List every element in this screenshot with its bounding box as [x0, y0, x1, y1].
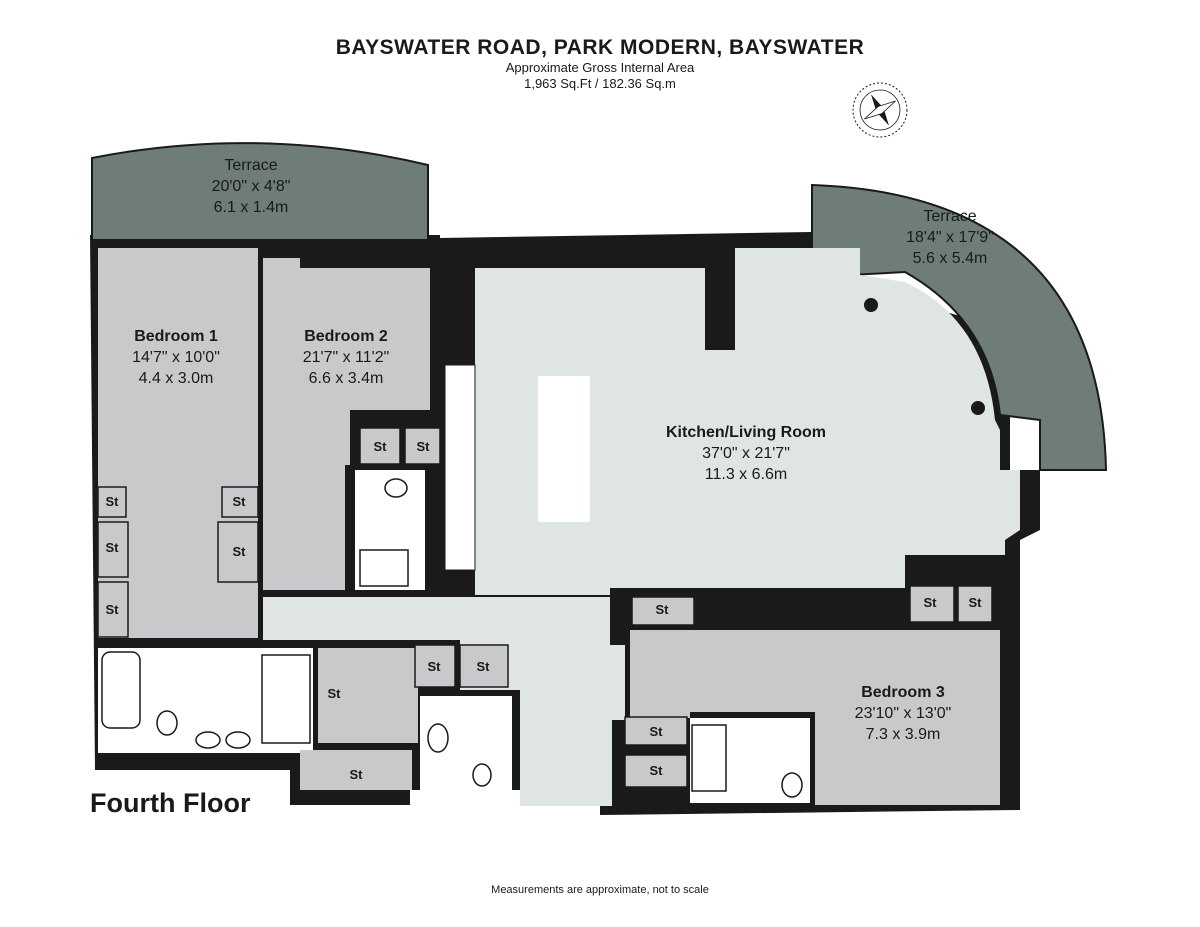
column-1: [864, 298, 878, 312]
footnote: Measurements are approximate, not to sca…: [491, 884, 709, 896]
bedroom1-name: Bedroom 1: [134, 328, 218, 345]
storage-label: St: [924, 595, 938, 610]
terrace-left-metric: 6.1 x 1.4m: [214, 199, 289, 216]
toilet-3: [472, 763, 492, 787]
basin-1b: [225, 731, 251, 749]
storage-label: St: [106, 494, 120, 509]
terrace-left-imperial: 20'0" x 4'8": [212, 178, 291, 195]
kitchen-metric: 11.3 x 6.6m: [705, 466, 787, 483]
bedroom1-metric: 4.4 x 3.0m: [139, 370, 214, 387]
storage-label: St: [428, 659, 442, 674]
storage-label: St: [477, 659, 491, 674]
basin-1a: [195, 731, 221, 749]
storage-label: St: [106, 602, 120, 617]
storage-block-lower: [300, 750, 412, 790]
terrace-left: [91, 142, 429, 241]
shower-1: [261, 654, 311, 744]
column-2: [971, 401, 985, 415]
storage-label: St: [350, 767, 364, 782]
bedroom3-name: Bedroom 3: [861, 684, 945, 701]
storage-block-mid: [318, 648, 418, 743]
terrace-left-name: Terrace: [224, 157, 277, 174]
storage-label: St: [650, 724, 664, 739]
page-title: BAYSWATER ROAD, PARK MODERN, BAYSWATER: [335, 36, 865, 59]
terrace-right: [811, 183, 1108, 471]
bedroom3-floor: [630, 630, 1000, 805]
floor-name: Fourth Floor: [90, 788, 251, 818]
compass-rose-icon: [852, 82, 908, 138]
shower-3: [691, 724, 727, 792]
shower-2: [359, 549, 409, 587]
bedroom2-imperial: 21'7" x 11'2": [303, 349, 390, 366]
toilet-4: [781, 772, 803, 798]
storage-label: St: [417, 439, 431, 454]
kitchen-island: [538, 376, 590, 522]
storage-label: St: [328, 686, 342, 701]
area-label: Approximate Gross Internal Area: [505, 60, 695, 75]
basin-3: [427, 723, 449, 753]
bedroom2-floor: [263, 258, 430, 590]
kitchen-name: Kitchen/Living Room: [666, 424, 826, 441]
toilet-2: [384, 478, 408, 498]
bathtub: [101, 651, 141, 729]
storage-label: St: [233, 544, 247, 559]
bedroom3-imperial: 23'10" x 13'0": [855, 705, 952, 722]
toilet-1: [156, 710, 178, 736]
bedroom2-name: Bedroom 2: [304, 328, 388, 345]
bedroom1-imperial: 14'7" x 10'0": [132, 349, 220, 366]
hallway-floor: [263, 597, 625, 806]
kitchen-imperial: 37'0" x 21'7": [702, 445, 790, 462]
terrace-right-name: Terrace: [923, 208, 976, 225]
bedroom2-metric: 6.6 x 3.4m: [309, 370, 384, 387]
storage-label: St: [106, 540, 120, 555]
storage-label: St: [374, 439, 388, 454]
terrace-right-imperial: 18'4" x 17'9": [906, 229, 994, 246]
bedroom3-metric: 7.3 x 3.9m: [866, 726, 941, 743]
storage-label: St: [233, 494, 247, 509]
header: BAYSWATER ROAD, PARK MODERN, BAYSWATER A…: [0, 36, 1200, 92]
storage-label: St: [969, 595, 983, 610]
kitchen-floor: [475, 248, 1020, 595]
area-value: 1,963 Sq.Ft / 182.36 Sq.m: [524, 76, 676, 91]
storage-label: St: [656, 602, 670, 617]
storage-label: St: [650, 763, 664, 778]
storage-cupboards: [97, 427, 993, 788]
terrace-right-metric: 5.6 x 5.4m: [913, 250, 988, 267]
kitchen-counter: [444, 364, 476, 571]
